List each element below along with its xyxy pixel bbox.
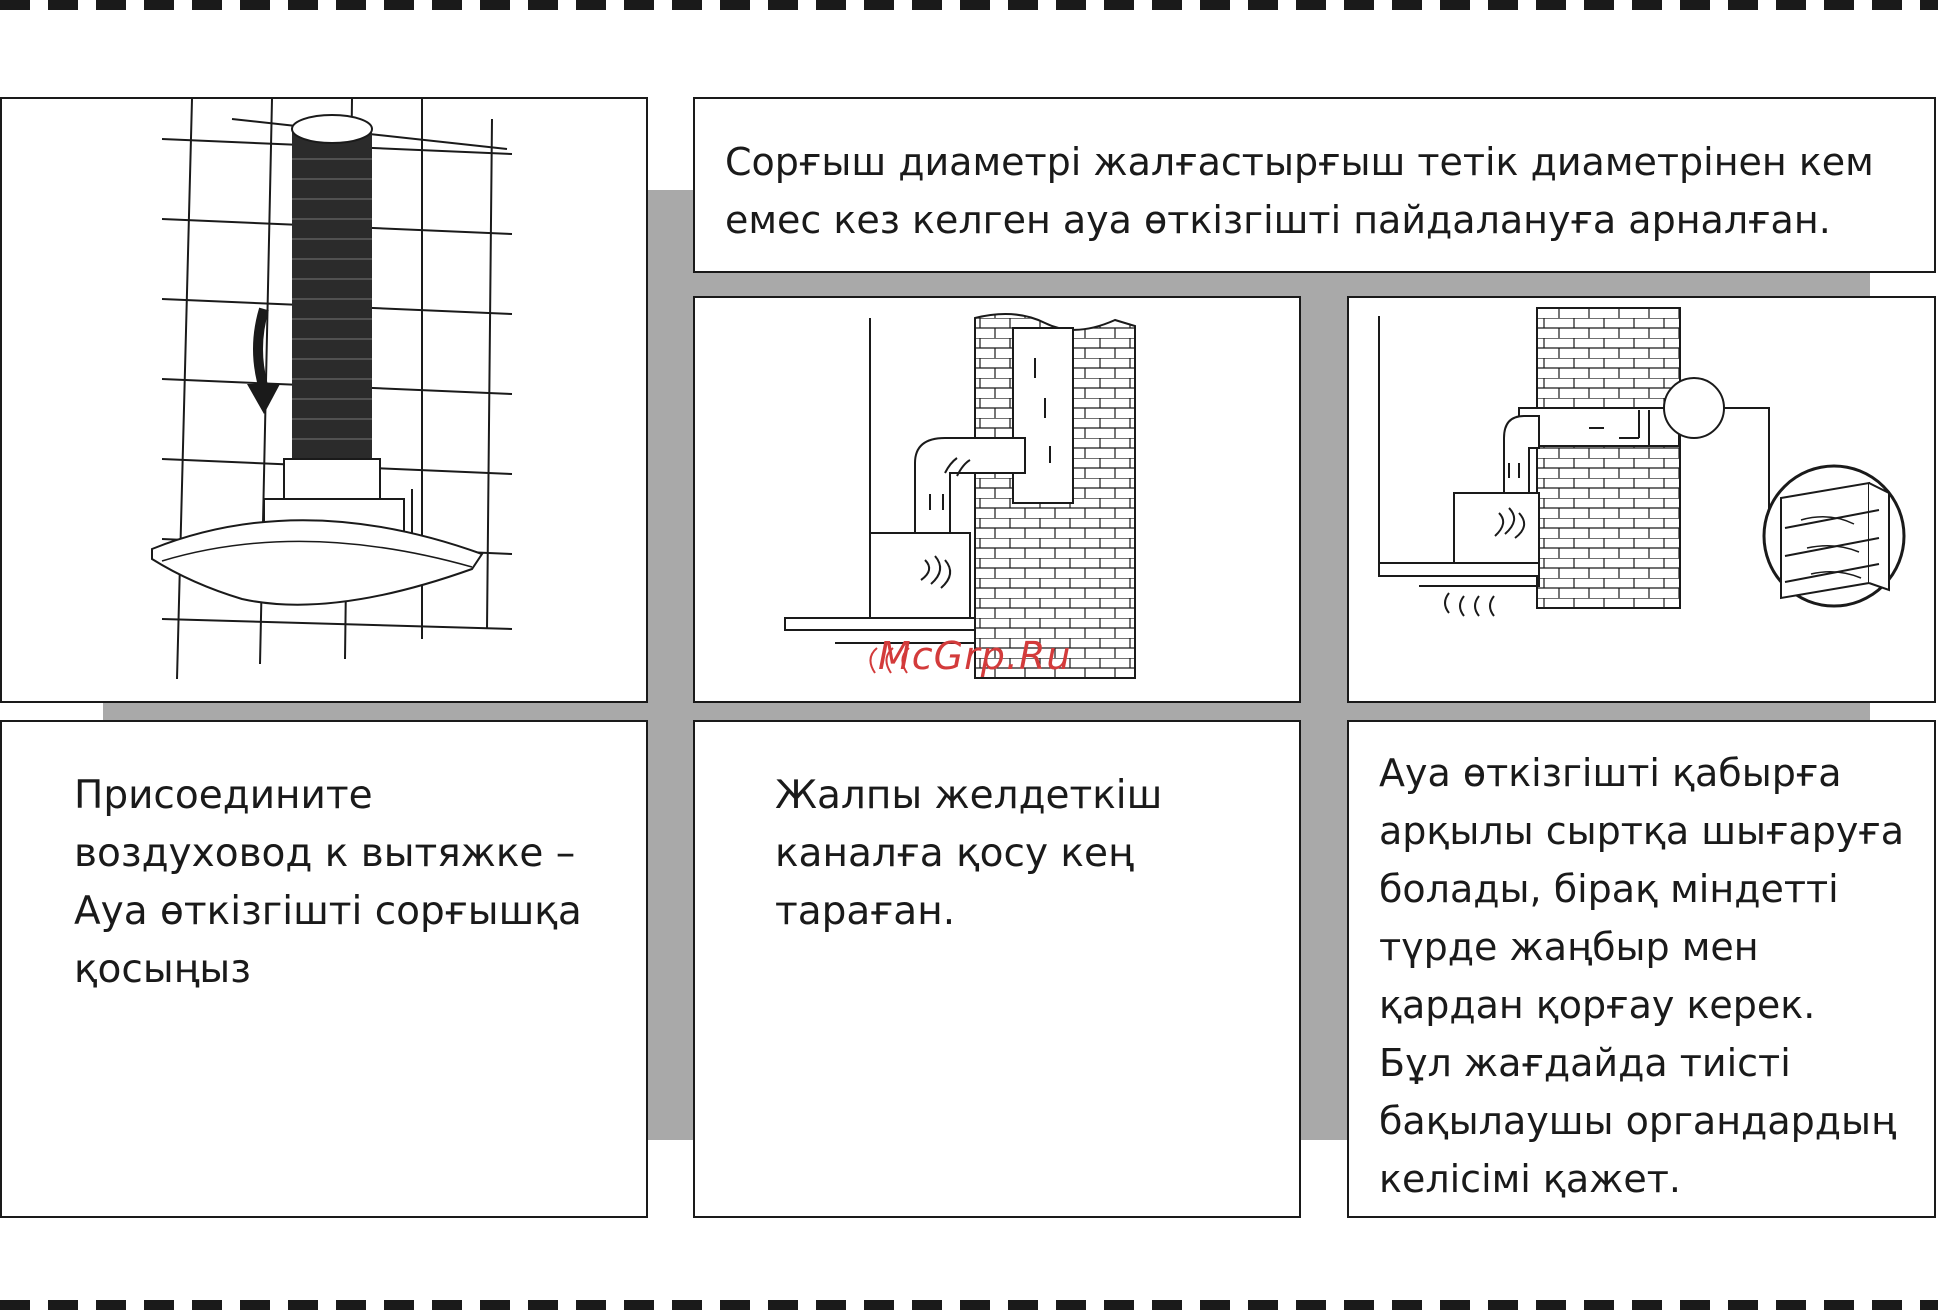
panel-outside-exhaust-caption: Ауа өткізгішті қабырға арқылы сыртқа шығ… [1347, 720, 1936, 1218]
louvre-grille-icon [1762, 464, 1906, 608]
panel-shared-vent [693, 296, 1301, 703]
panel-duct-connection [0, 97, 648, 703]
shared-channel-text: Жалпы желдеткіш каналға қосу кең тараған… [775, 773, 1163, 934]
duct-connection-illustration [151, 99, 513, 680]
shared-vent-illustration [784, 313, 1136, 679]
outside-exhaust-text: Ауа өткізгішті қабырға арқылы сыртқа шығ… [1379, 751, 1905, 1201]
panel-wall-exhaust [1347, 296, 1936, 703]
connect-duct-text: Присоедините воздуховод к вытяжке – Ауа … [74, 773, 582, 992]
watermark-text: McGrp.Ru [878, 634, 1072, 678]
wall-exhaust-illustration [1378, 307, 1906, 617]
top-dashed-border [0, 0, 1938, 10]
panel-connect-duct-caption: Присоедините воздуховод к вытяжке – Ауа … [0, 720, 648, 1218]
panel-top-caption: Сорғыш диаметрі жалғастырғыш тетік диаме… [693, 97, 1936, 273]
top-caption-text: Сорғыш диаметрі жалғастырғыш тетік диаме… [725, 140, 1874, 242]
panel-shared-channel-caption: Жалпы желдеткіш каналға қосу кең тараған… [693, 720, 1301, 1218]
bottom-dashed-border [0, 1300, 1938, 1310]
